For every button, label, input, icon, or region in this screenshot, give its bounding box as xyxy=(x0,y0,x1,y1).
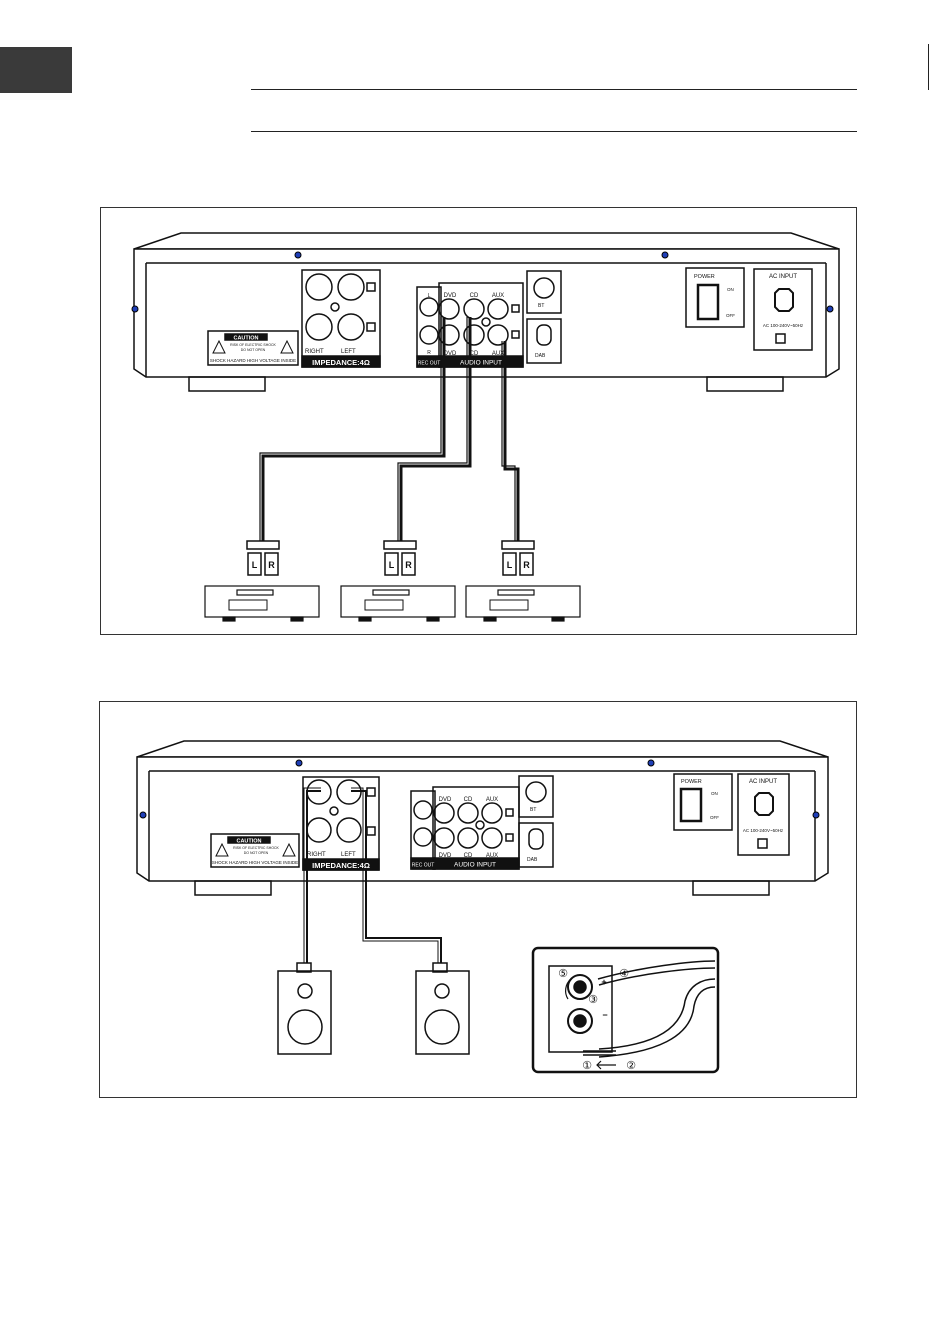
caution-bottom: SHOCK HAZARD HIGH VOLTAGE INSIDE xyxy=(212,860,298,865)
audio-top-label-cd: CD xyxy=(464,797,473,803)
power-switch-panel xyxy=(673,773,733,831)
power-label: POWER xyxy=(681,779,702,785)
figure-speaker-connection: RIGHT LEFT IMPEDANCE:4Ω CAUTION RISK OF … xyxy=(99,701,857,1098)
caution-line1: RISK OF ELECTRIC SHOCK xyxy=(230,343,276,347)
power-switch[interactable] xyxy=(696,283,720,321)
foot-left xyxy=(188,376,266,392)
caution-title: CAUTION xyxy=(233,336,258,342)
audio-top-label-aux: AUX xyxy=(486,797,498,803)
caution-bottom: SHOCK HAZARD HIGH VOLTAGE INSIDE xyxy=(210,358,296,363)
detail-step-4: ④ xyxy=(619,968,629,980)
power-switch-panel xyxy=(685,267,745,328)
section-tab-marker xyxy=(0,47,72,93)
ac-rating-label: AC 100-240V~50Hz xyxy=(743,828,784,833)
bt-antenna-socket xyxy=(526,270,562,314)
plug-3-l: L xyxy=(507,560,513,570)
ac-input-panel xyxy=(737,773,790,856)
screw-icons xyxy=(131,251,834,313)
rca-cables xyxy=(259,317,520,541)
rec-out-r-label: R xyxy=(427,350,431,356)
rec-out-l-label: L xyxy=(428,293,431,299)
dab-antenna-socket xyxy=(526,318,562,364)
ac-socket xyxy=(754,792,774,816)
ac-input-label: AC INPUT xyxy=(749,779,777,785)
impedance-label: IMPEDANCE:4Ω xyxy=(312,861,370,870)
detail-step-1: ① xyxy=(582,1060,592,1072)
caution-line2: DO NOT OPEN xyxy=(244,851,269,855)
detail-plus: + xyxy=(601,977,606,987)
caution-label xyxy=(207,330,299,366)
screw-icons xyxy=(139,759,820,819)
ac-rating-label: AC 100-240V~50Hz xyxy=(763,323,804,328)
dab-label: DAB xyxy=(535,353,546,359)
figure-2-drawing: RIGHT LEFT IMPEDANCE:4Ω CAUTION RISK OF … xyxy=(136,740,829,1074)
rec-out-label: REC OUT xyxy=(412,863,435,869)
binding-post-icons xyxy=(565,974,593,1034)
power-label: POWER xyxy=(694,274,715,280)
detail-step-3: ③ xyxy=(588,994,598,1006)
figure-1-drawing: RIGHT LEFT IMPEDANCE:4Ω CAUTION RISK OF … xyxy=(131,232,840,622)
rca-plug-pairs xyxy=(246,540,535,576)
header-rule-bottom xyxy=(251,131,857,132)
plug-2-r: R xyxy=(405,560,412,570)
power-on-label: ON xyxy=(711,791,718,796)
audio-bottom-label-aux: AUX xyxy=(492,351,504,357)
plug-2-l: L xyxy=(389,560,395,570)
header-rule-top xyxy=(251,89,857,90)
rec-out-label: REC OUT xyxy=(418,361,441,367)
chassis-top xyxy=(133,232,840,250)
dab-antenna-socket xyxy=(518,822,554,868)
speaker-left-label: LEFT xyxy=(341,852,356,858)
speaker-right-label: RIGHT xyxy=(305,349,324,355)
bt-label: BT xyxy=(538,303,544,309)
page-edge-mark xyxy=(928,44,929,90)
detail-step-5: ⑤ xyxy=(558,968,568,980)
audio-bottom-label-cd: CD xyxy=(464,853,473,859)
foot-right xyxy=(706,376,784,392)
dab-label: DAB xyxy=(527,857,538,863)
caution-line1: RISK OF ELECTRIC SHOCK xyxy=(233,846,279,850)
foot-right xyxy=(692,880,770,896)
plug-3-r: R xyxy=(523,560,530,570)
detail-minus: − xyxy=(602,1010,607,1020)
bt-antenna-socket xyxy=(518,775,554,818)
audio-bottom-label-dvd: DVD xyxy=(439,853,452,859)
detail-step-2: ② xyxy=(626,1060,636,1072)
chassis-top xyxy=(136,740,829,758)
power-on-label: ON xyxy=(727,287,734,292)
figure-audio-input-connection: RIGHT LEFT IMPEDANCE:4Ω CAUTION RISK OF … xyxy=(100,207,857,635)
caution-line2: DO NOT OPEN xyxy=(241,348,266,352)
speaker-icons xyxy=(277,962,470,1055)
foot-left xyxy=(194,880,272,896)
speaker-left-label: LEFT xyxy=(341,349,356,355)
bt-label: BT xyxy=(530,807,536,813)
caution-title: CAUTION xyxy=(236,839,261,845)
caution-label xyxy=(210,833,300,868)
impedance-label: IMPEDANCE:4Ω xyxy=(312,358,370,367)
terminal-detail-inset xyxy=(531,946,720,1074)
audio-top-label-dvd: DVD xyxy=(439,797,452,803)
audio-bottom-label-cd: CD xyxy=(470,351,479,357)
plug-1-r: R xyxy=(268,560,275,570)
audio-bottom-label-aux: AUX xyxy=(486,853,498,859)
plug-1-l: L xyxy=(252,560,258,570)
audio-top-label-cd: CD xyxy=(470,293,479,299)
power-switch[interactable] xyxy=(679,787,703,823)
source-device-icons xyxy=(204,585,581,622)
audio-top-label-aux: AUX xyxy=(492,293,504,299)
ac-input-label: AC INPUT xyxy=(769,274,797,280)
audio-bottom-label-dvd: DVD xyxy=(444,351,457,357)
ac-socket xyxy=(774,288,794,312)
speaker-right-label: RIGHT xyxy=(307,852,326,858)
speaker-cable-detail xyxy=(583,960,716,1070)
audio-top-label-dvd: DVD xyxy=(444,293,457,299)
audio-input-title: AUDIO INPUT xyxy=(460,360,502,367)
audio-input-title: AUDIO INPUT xyxy=(454,862,496,869)
ac-input-panel xyxy=(753,268,813,351)
power-off-label: OFF xyxy=(710,815,719,820)
power-off-label: OFF xyxy=(726,313,735,318)
speaker-wires xyxy=(303,787,442,963)
